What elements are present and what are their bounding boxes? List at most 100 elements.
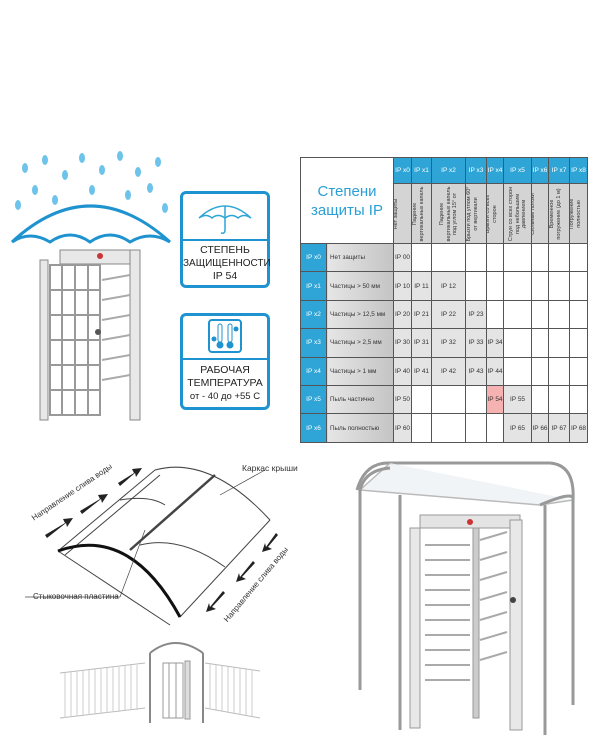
ip-cell bbox=[569, 271, 589, 301]
ip-cell: IP 41 bbox=[411, 356, 433, 386]
column-description-cell: Погружение полностью bbox=[569, 183, 589, 244]
column-code: IP x8 bbox=[569, 157, 589, 184]
column-description-cell: Сильные потоки bbox=[531, 183, 550, 244]
row-description: Нет защиты bbox=[325, 242, 395, 273]
table-title: Степени защиты IP bbox=[299, 157, 395, 244]
ip-cell: IP 67 bbox=[548, 413, 571, 443]
ip-cell bbox=[569, 328, 589, 358]
ip-cell bbox=[411, 242, 433, 273]
temp-badge-line3: от - 40 до +55 С bbox=[189, 391, 261, 402]
ip-cell bbox=[569, 384, 589, 415]
column-description-cell: Падение вертикальных капель под углом 15… bbox=[431, 183, 467, 244]
ip-cell bbox=[531, 356, 550, 386]
ip-cell bbox=[431, 242, 467, 273]
row-description: Частицы > 1 мм bbox=[325, 356, 395, 386]
ip-cell: IP 44 bbox=[486, 356, 505, 386]
ip-cell: IP 10 bbox=[393, 271, 413, 301]
ip-cell bbox=[486, 242, 505, 273]
temp-badge-line2: ТЕМПЕРАТУРА bbox=[187, 377, 263, 389]
ip-cell bbox=[503, 328, 533, 358]
column-description: Брызги под углом 60° от вертикали bbox=[466, 186, 479, 241]
column-code: IP x0 bbox=[393, 157, 413, 184]
ip-cell: IP 66 bbox=[531, 413, 550, 443]
row-description: Частицы > 12,5 мм bbox=[325, 299, 395, 330]
ip-cell: IP 43 bbox=[465, 356, 488, 386]
ip-cell bbox=[548, 384, 571, 415]
ip-cell: IP 33 bbox=[465, 328, 488, 358]
ip-cell: IP 60 bbox=[393, 413, 413, 443]
row-description: Частицы > 50 мм bbox=[325, 271, 395, 301]
ip-cell bbox=[465, 271, 488, 301]
ip-cell: IP 32 bbox=[431, 328, 467, 358]
ip-cell bbox=[503, 242, 533, 273]
column-description-cell: Временное погружение (до 1 м) bbox=[548, 183, 571, 244]
ip-cell bbox=[411, 384, 433, 415]
column-description: Временное погружение (до 1 м) bbox=[549, 187, 562, 240]
row-code: IP x1 bbox=[300, 271, 327, 301]
column-description: Падение вертикальных капель bbox=[411, 186, 425, 241]
column-description: Падение вертикальных капель под углом 15… bbox=[438, 186, 459, 241]
column-description-cell: Струи со всех сторон под небольшим давле… bbox=[503, 183, 533, 244]
ip-cell: IP 20 bbox=[393, 299, 413, 330]
ip-cell bbox=[569, 356, 589, 386]
row-description: Пыль полностью bbox=[325, 413, 395, 443]
ip-cell bbox=[503, 299, 533, 330]
column-description-cell: Брызги со всех сторон bbox=[486, 183, 505, 244]
thermometer-icon bbox=[208, 319, 242, 353]
column-description: Сильные потоки bbox=[531, 192, 537, 235]
column-description-cell: Падение вертикальных капель bbox=[411, 183, 433, 244]
ip-badge-line1: СТЕПЕНЬ bbox=[200, 244, 250, 256]
ip-cell: IP 30 bbox=[393, 328, 413, 358]
column-description: Нет защиты bbox=[393, 198, 399, 229]
ip-cell: IP 31 bbox=[411, 328, 433, 358]
ip-cell bbox=[548, 356, 571, 386]
umbrella-turnstile-illustration bbox=[10, 151, 172, 421]
ip-cell: IP 34 bbox=[486, 328, 505, 358]
ip-cell bbox=[548, 242, 571, 273]
column-description-cell: Брызги под углом 60° от вертикали bbox=[465, 183, 488, 244]
ip-cell bbox=[465, 413, 488, 443]
ip-cell: IP 22 bbox=[431, 299, 467, 330]
fence-turnstile-illustration bbox=[59, 642, 261, 723]
ip-cell bbox=[486, 271, 505, 301]
ip-cell: IP 68 bbox=[569, 413, 589, 443]
ip-cell bbox=[486, 413, 505, 443]
ip-cell bbox=[431, 413, 467, 443]
temperature-badge: РАБОЧАЯ ТЕМПЕРАТУРА от - 40 до +55 С bbox=[180, 313, 270, 410]
ip-cell bbox=[465, 242, 488, 273]
ip-cell bbox=[531, 242, 550, 273]
umbrella-icon bbox=[198, 205, 252, 234]
ip-cell: IP 50 bbox=[393, 384, 413, 415]
ip-cell bbox=[531, 328, 550, 358]
highlighted-ip-cell: IP 54 bbox=[486, 384, 505, 415]
ip-cell bbox=[548, 271, 571, 301]
ip-cell: IP 12 bbox=[431, 271, 467, 301]
ip-cell: IP 11 bbox=[411, 271, 433, 301]
column-code: IP x3 bbox=[465, 157, 488, 184]
row-description: Пыль частично bbox=[325, 384, 395, 415]
row-description: Частицы > 2,5 мм bbox=[325, 328, 395, 358]
row-code: IP x5 bbox=[300, 384, 327, 415]
column-code: IP x4 bbox=[486, 157, 505, 184]
column-description: Брызги со всех сторон bbox=[486, 194, 498, 233]
ip-cell: IP 42 bbox=[431, 356, 467, 386]
docking-plate-label: Стыковочная пластина bbox=[33, 592, 119, 601]
column-code: IP x1 bbox=[411, 157, 433, 184]
roof-frame-diagram bbox=[25, 466, 278, 626]
ip-badge-line2: ЗАЩИЩЕННОСТИ bbox=[183, 258, 271, 269]
ip-cell bbox=[569, 242, 589, 273]
column-description-cell: Нет защиты bbox=[393, 183, 413, 244]
ip-cell: IP 65 bbox=[503, 413, 533, 443]
turnstile-canopy-illustration bbox=[355, 461, 575, 735]
ip-cell: IP 40 bbox=[393, 356, 413, 386]
ip-cell bbox=[531, 271, 550, 301]
row-code: IP x3 bbox=[300, 328, 327, 358]
row-code: IP x2 bbox=[300, 299, 327, 330]
column-code: IP x7 bbox=[548, 157, 571, 184]
